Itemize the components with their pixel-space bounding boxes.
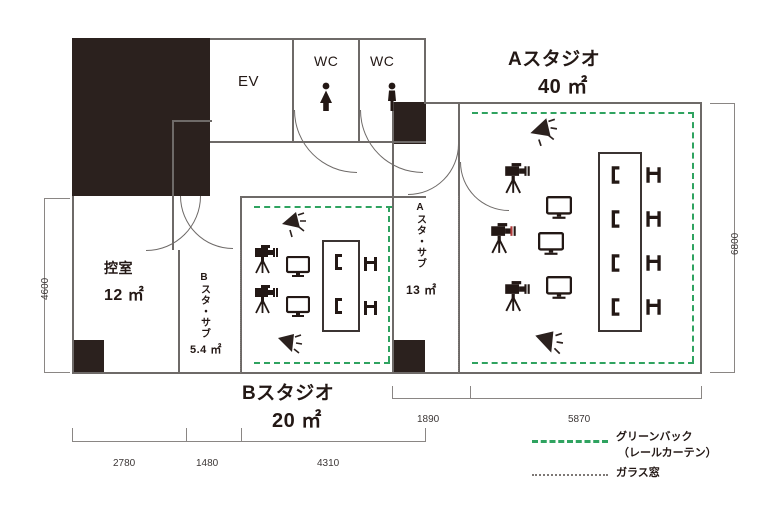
- monitor-icon: [286, 256, 310, 277]
- chair-icon: [646, 211, 661, 227]
- dimline-bottom-left: [72, 441, 426, 442]
- greenback-b-bottom: [254, 362, 390, 364]
- wall-ev-bottom: [210, 141, 294, 143]
- chair-icon: [611, 166, 620, 184]
- dimtick-br-1: [392, 386, 393, 399]
- greenback-a-right: [692, 112, 694, 362]
- glass-window-asub: [458, 196, 459, 373]
- dimline-left-vertical: [44, 198, 45, 373]
- studio-light-icon: [278, 334, 303, 354]
- wall-wc-bottom: [292, 141, 426, 143]
- wall-top-ev-wc: [210, 38, 426, 40]
- chair-icon: [646, 299, 661, 315]
- camera-tripod-icon: [505, 281, 530, 312]
- studio-b-area: 20 ㎡: [272, 410, 322, 432]
- dimline-right-vertical: [734, 103, 735, 373]
- camera-tripod-icon: [505, 163, 530, 194]
- wall-corridor-step-top: [172, 120, 212, 122]
- dimtick-left-bottom: [44, 372, 70, 373]
- legend-glass-swatch: [532, 474, 608, 476]
- dimension-right-6800: 6800: [730, 232, 741, 255]
- studio-light-icon: [535, 331, 564, 355]
- room-area-asub: 13 ㎡: [406, 283, 437, 297]
- chair-icon: [611, 254, 620, 272]
- chair-icon: [611, 210, 620, 228]
- chair-icon: [364, 257, 377, 271]
- door-arc-wc-female-quarter: [294, 110, 357, 173]
- structural-block-bottom-mid: [392, 340, 425, 373]
- door-arc-kaishitsu: [180, 196, 233, 249]
- monitor-icon: [546, 276, 572, 299]
- legend-greenback-label-1: グリーンバック: [616, 431, 693, 443]
- dimension-4310: 4310: [317, 458, 340, 469]
- camera-tripod-icon: [255, 245, 278, 274]
- glass-window-bsub: [240, 250, 241, 373]
- male-figure-icon: [388, 82, 396, 111]
- wall-astudio-right: [700, 102, 702, 373]
- dimtick-br-3: [701, 386, 702, 399]
- legend-greenback-label-2: （レールカーテン）: [618, 447, 717, 459]
- dimension-2780: 2780: [113, 458, 136, 469]
- greenback-b-top: [254, 206, 392, 208]
- table-a-studio: [598, 152, 642, 332]
- dimtick-bl-2: [186, 428, 187, 442]
- chair-icon: [611, 298, 620, 316]
- wall-asub-outer-left: [392, 144, 394, 373]
- chair-icon: [646, 167, 661, 183]
- wall-ev-right: [292, 38, 294, 142]
- room-label-kaishitsu: 控室: [104, 260, 133, 276]
- wall-bottom-left: [72, 372, 426, 374]
- chair-icon: [335, 254, 342, 270]
- studio-light-icon: [282, 212, 306, 238]
- chair-icon: [646, 255, 661, 271]
- wall-corridor-left: [172, 120, 174, 250]
- structural-block-bottom-left: [72, 340, 104, 373]
- studio-a-title: Aスタジオ: [508, 49, 601, 70]
- room-area-bsub: 5.4 ㎡: [190, 344, 222, 356]
- dimtick-br-2: [470, 386, 471, 399]
- dimtick-right-top: [710, 103, 735, 104]
- dimension-5870: 5870: [568, 414, 591, 425]
- door-arc-astudio-entry: [408, 144, 459, 195]
- dimension-1480: 1480: [196, 458, 219, 469]
- wall-astudio-top: [426, 102, 702, 104]
- greenback-b-right: [388, 206, 390, 362]
- monitor-icon: [546, 196, 572, 219]
- dimension-1890: 1890: [417, 414, 440, 425]
- dimtick-right-bottom: [710, 372, 735, 373]
- studio-light-icon: [530, 118, 558, 147]
- structural-block-top-left: [72, 38, 210, 196]
- wall-kaishitsu-left: [72, 196, 74, 373]
- camera-tripod-icon: [255, 285, 278, 314]
- studio-a-area: 40 ㎡: [538, 76, 588, 98]
- chair-icon: [364, 301, 377, 315]
- wall-wc-right: [424, 38, 426, 104]
- dimtick-bl-3: [241, 428, 242, 442]
- monitor-icon: [538, 232, 564, 255]
- legend-glass-label: ガラス窓: [616, 467, 660, 479]
- dimtick-bl-1: [72, 428, 73, 442]
- wall-wc-divider: [358, 38, 360, 142]
- wall-kaishitsu-right: [178, 250, 180, 373]
- camera-tripod-icon: [491, 223, 516, 254]
- room-label-wc-male: WC: [370, 53, 395, 69]
- wall-center-horizontal: [240, 196, 426, 198]
- female-figure-icon: [320, 82, 332, 111]
- room-area-kaishitsu: 12 ㎡: [104, 287, 145, 304]
- dimension-left-4600: 4600: [40, 277, 51, 300]
- greenback-a-bottom: [472, 362, 694, 364]
- room-label-ev: EV: [238, 73, 260, 90]
- wall-astudio-bottom: [426, 372, 702, 374]
- legend-greenback-swatch: [532, 440, 608, 443]
- monitor-icon: [286, 296, 310, 317]
- room-label-bsub: Bスタ・サブ: [198, 272, 210, 339]
- greenback-a-top: [472, 112, 694, 114]
- chair-icon: [335, 298, 342, 314]
- studio-b-title: Bスタジオ: [242, 383, 335, 404]
- room-label-wc-female: WC: [314, 53, 339, 69]
- dimline-bottom-right: [392, 398, 702, 399]
- dimtick-bl-4: [425, 428, 426, 442]
- dimtick-left-top: [44, 198, 70, 199]
- room-label-asub: Aスタ・サブ: [414, 202, 426, 269]
